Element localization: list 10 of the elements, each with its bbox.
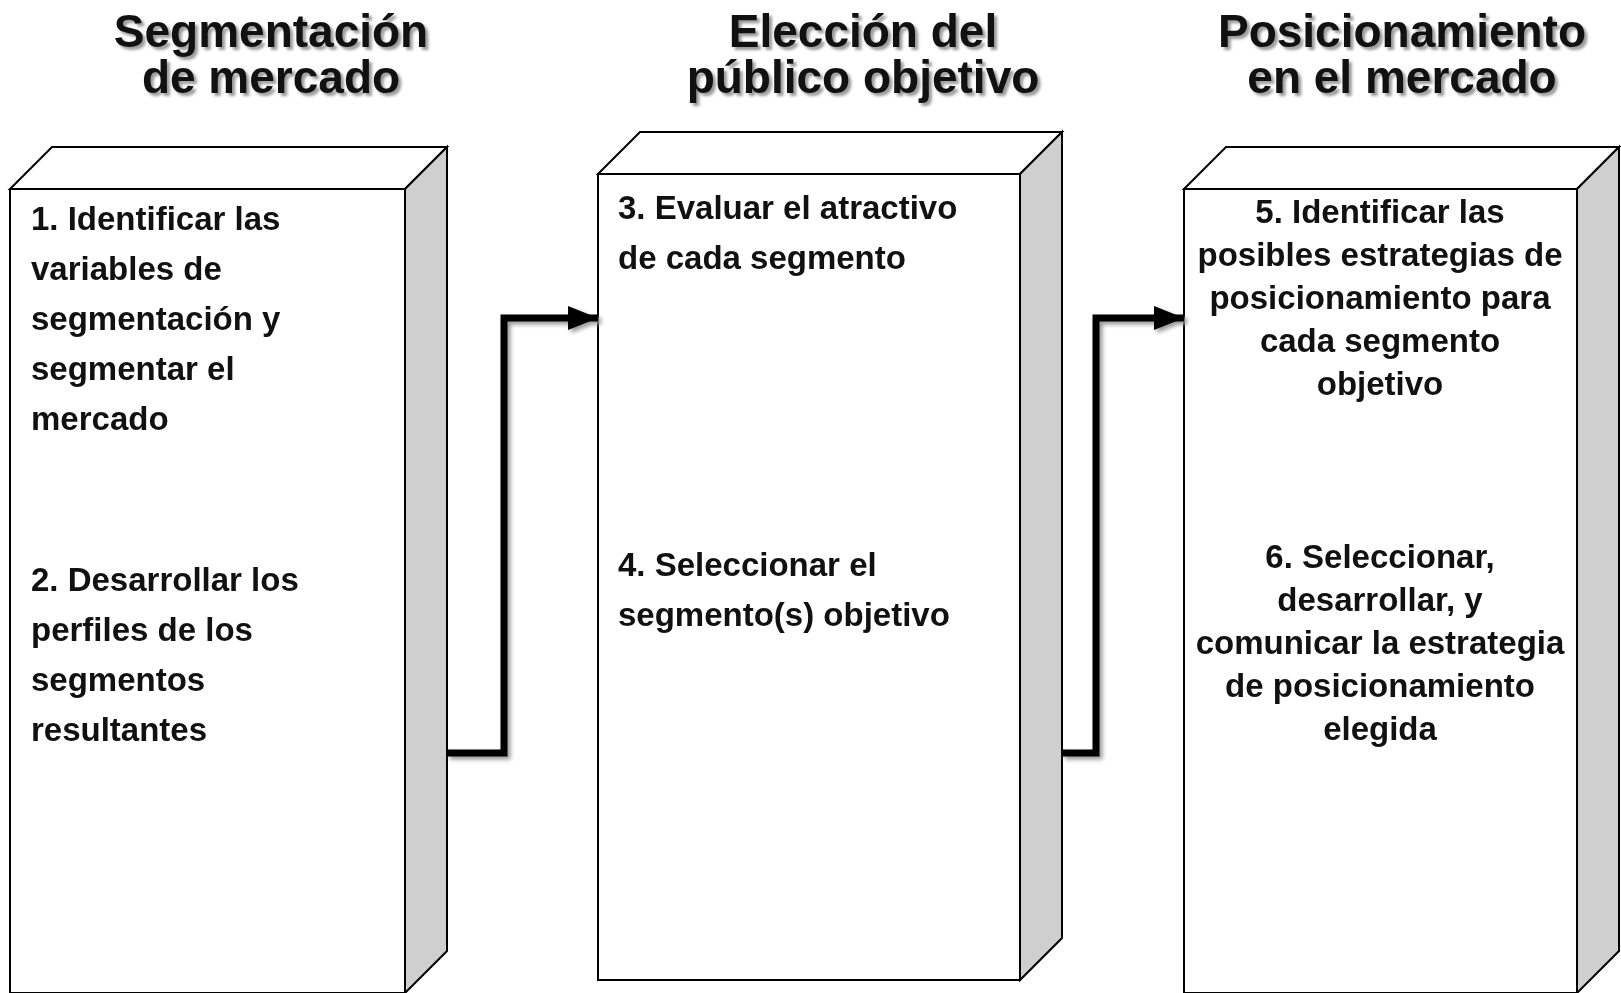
step-text: 4. Seleccionar el segmento(s) objetivo [618, 545, 951, 635]
elbow-arrow [1062, 306, 1184, 757]
elbow-arrow [447, 306, 598, 757]
step-text: 1. Identificar las variables de segmentación y segmentar el mercado [31, 199, 282, 439]
step-text: 5. Identificar las posibles estrategias de posicionamiento para cada segmento objetivo [1196, 192, 1564, 404]
column-heading: Posicionamiento en el mercado [1216, 8, 1588, 100]
step-text: 3. Evaluar el atractivo de cada segmento [618, 188, 959, 278]
step-text: 6. Seleccionar, desarrollar, y comunicar la estrategia de posicionamiento elegida [1194, 537, 1566, 749]
step-text: 2. Desarrollar los perfiles de los segmentos resultantes [31, 560, 300, 750]
column-heading: Segmentación de mercado [112, 8, 430, 100]
